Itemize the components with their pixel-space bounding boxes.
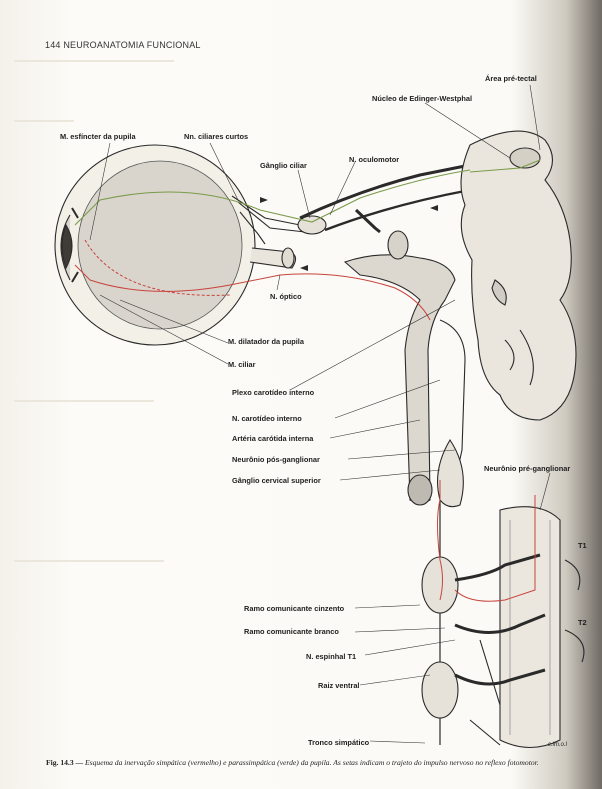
label-n-carotideo: N. carotídeo interno	[232, 414, 302, 423]
label-ramo-cinzento: Ramo comunicante cinzento	[244, 604, 344, 613]
figure-caption: Fig. 14.3 — Esquema da inervação simpáti…	[46, 758, 571, 768]
chain-ganglion	[422, 557, 458, 613]
caption-text: Esquema da inervação simpática (vermelho…	[85, 758, 539, 767]
eyeball-interior	[78, 161, 242, 329]
label-neuronio-pre: Neurônio pré-ganglionar	[484, 464, 570, 473]
label-optico: N. óptico	[270, 292, 302, 301]
label-t1: T1	[578, 541, 587, 550]
label-oculomotor: N. oculomotor	[349, 155, 399, 164]
label-ramo-branco: Ramo comunicante branco	[244, 627, 339, 636]
ciliary-ganglion	[298, 216, 326, 234]
caption-prefix: Fig. 14.3 —	[46, 758, 83, 767]
impulse-arrow	[430, 205, 438, 211]
label-arteria-carotida: Artéria carótida interna	[232, 434, 313, 443]
chain-ganglion	[422, 662, 458, 718]
label-area-pretectal: Área pré-tectal	[485, 74, 537, 83]
label-raiz-ventral: Raiz ventral	[318, 681, 360, 690]
superior-cervical-ganglion	[438, 440, 464, 507]
brainstem	[461, 131, 576, 420]
label-tronco-simpatico: Tronco simpático	[308, 738, 369, 747]
impulse-arrow	[300, 265, 308, 271]
internal-carotid-artery	[345, 255, 455, 503]
label-nucleo-edinger-westphal: Núcleo de Edinger-Westphal	[372, 94, 472, 103]
label-t2: T2	[578, 618, 587, 627]
label-dilatador-pupila: M. dilatador da pupila	[228, 337, 304, 346]
impulse-arrow	[260, 197, 268, 203]
artist-signature: c.lm.o.l	[548, 742, 567, 748]
label-ganglio-cervical: Gânglio cervical superior	[232, 476, 321, 485]
label-esfincter-pupila: M. esfíncter da pupila	[60, 132, 136, 141]
label-ciliar: M. ciliar	[228, 360, 256, 369]
label-espinhal-t1: N. espinhal T1	[306, 652, 356, 661]
label-neuronio-pos: Neurônio pós-ganglionar	[232, 455, 320, 464]
label-ganglio-ciliar: Gânglio ciliar	[260, 161, 307, 170]
label-plexo-carotideo: Plexo carotídeo interno	[232, 388, 314, 397]
spinal-segment	[500, 507, 560, 748]
label-ciliares-curtos: Nn. ciliares curtos	[184, 132, 248, 141]
